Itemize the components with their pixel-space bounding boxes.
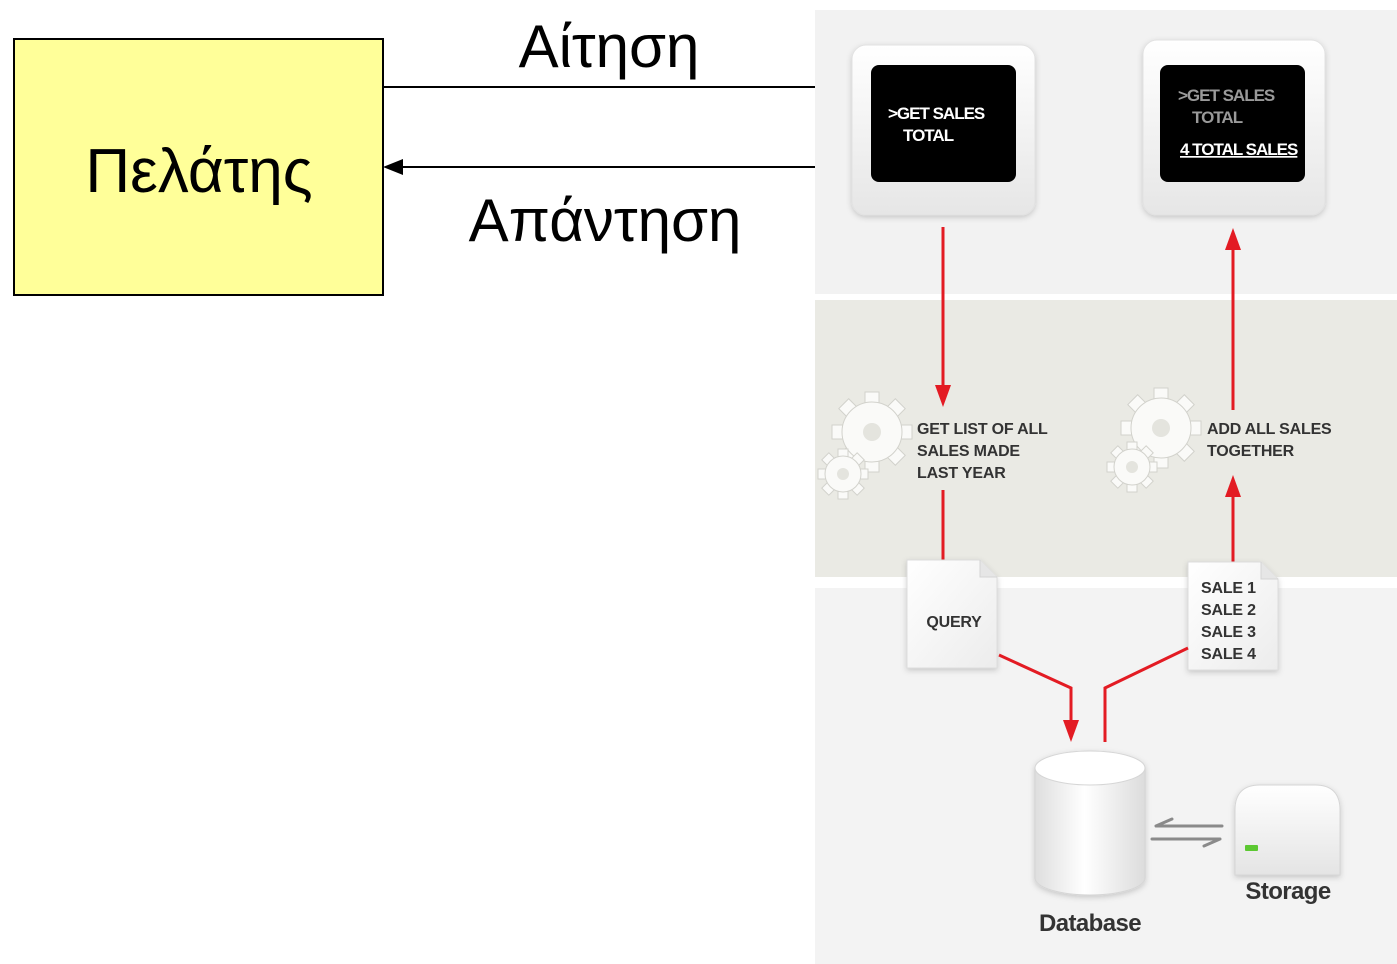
response-arrow (383, 159, 848, 175)
monitor-screen (1160, 65, 1305, 182)
monitor-result: >GET SALES TOTAL 4 TOTAL SALES (1142, 39, 1326, 216)
monitor-request: >GET SALES TOTAL (851, 44, 1036, 216)
request-label: Αίτηση (519, 13, 700, 80)
logic-step-line: LAST YEAR (917, 465, 1006, 482)
screen-command-line1: >GET SALES (1178, 86, 1275, 105)
sales-line: SALE 3 (1201, 624, 1256, 641)
client-node: Πελάτης (13, 38, 384, 296)
gear-icon (1120, 387, 1202, 469)
red-connector-database-to-sales (1103, 646, 1189, 742)
red-arrow-query-to-database (998, 653, 1079, 742)
query-document-icon (906, 559, 998, 669)
response-arrowhead (383, 159, 403, 175)
logic-step-response: ADD ALL SALES TOGETHER (1207, 421, 1332, 460)
client-label: Πελάτης (85, 137, 312, 206)
gear-icon (831, 391, 913, 473)
status-led (1245, 845, 1258, 851)
response-label: Απάντηση (469, 187, 742, 254)
client-box (13, 38, 384, 296)
sales-document-icon (1187, 561, 1279, 671)
sync-arrows-icon (1150, 817, 1224, 848)
screen-result: 4 TOTAL SALES (1180, 140, 1298, 159)
gear-icon (817, 448, 869, 500)
database-icon (1034, 750, 1146, 896)
logic-step-line: TOGETHER (1207, 443, 1295, 460)
logic-step-line: GET LIST OF ALL (917, 421, 1048, 438)
sales-document-lines: SALE 1 SALE 2 SALE 3 SALE 4 (1201, 580, 1256, 663)
screen-command-line1: >GET SALES (888, 104, 985, 123)
red-arrow-request-down (935, 227, 951, 407)
logic-step-line: ADD ALL SALES (1207, 421, 1332, 438)
storage-label: Storage (1245, 878, 1330, 905)
red-arrow-sales-up (1225, 475, 1241, 564)
storage-icon (1234, 784, 1341, 876)
logic-step-line: SALES MADE (917, 443, 1020, 460)
screen-command-line2: TOTAL (903, 126, 954, 145)
sales-line: SALE 4 (1201, 646, 1256, 663)
screen-command-line2: TOTAL (1192, 108, 1243, 127)
sales-line: SALE 2 (1201, 602, 1256, 619)
request-arrow (383, 79, 847, 95)
database-label: Database (1039, 910, 1141, 937)
arrow-right-icon (1150, 837, 1222, 848)
gear-icon (1106, 441, 1158, 493)
sales-line: SALE 1 (1201, 580, 1256, 597)
arrow-left-icon (1154, 817, 1224, 828)
red-arrow-result-up (1225, 228, 1241, 410)
monitor-screen (871, 65, 1016, 182)
query-document-label: QUERY (926, 614, 982, 631)
logic-step-request: GET LIST OF ALL SALES MADE LAST YEAR (917, 421, 1048, 482)
